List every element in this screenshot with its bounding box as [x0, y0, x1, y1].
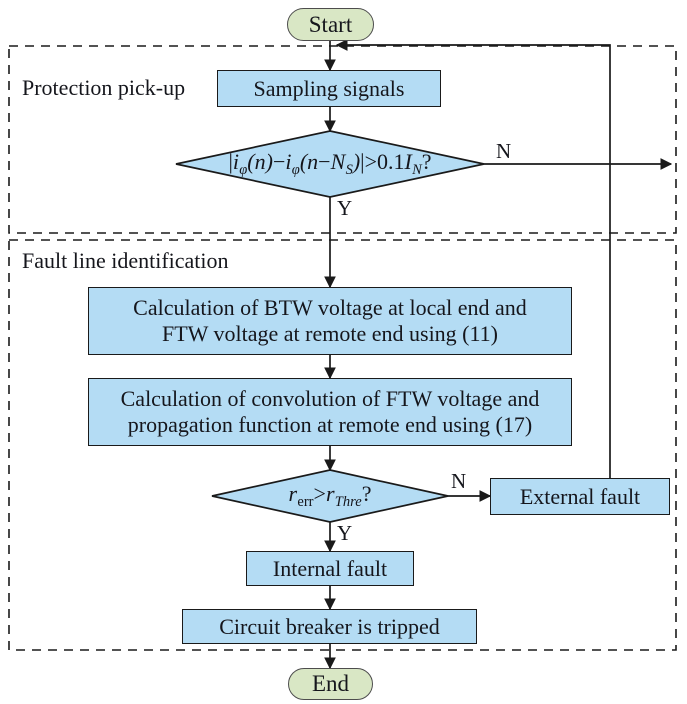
node-end[interactable]: End — [288, 668, 373, 700]
node-sampling-signals-label: Sampling signals — [253, 75, 405, 101]
node-calculation-convolution[interactable]: Calculation of convolution of FTW voltag… — [88, 378, 572, 446]
branch-label-pickup-yes-text: Y — [337, 196, 353, 220]
section-label-protection-pickup-text: Protection pick-up — [22, 75, 186, 100]
node-external-fault[interactable]: External fault — [490, 478, 670, 515]
branch-label-r-no: N — [451, 469, 466, 494]
node-calculation-convolution-line1: Calculation of convolution of FTW voltag… — [120, 386, 540, 412]
edge-feedback-return — [335, 39, 611, 510]
branch-label-r-yes-text: Y — [337, 521, 353, 545]
branch-label-pickup-no-text: N — [496, 139, 512, 163]
decision-shape-r — [211, 469, 449, 523]
branch-label-pickup-no: N — [496, 139, 511, 164]
section-label-protection-pickup: Protection pick-up — [22, 75, 185, 101]
node-sampling-signals[interactable]: Sampling signals — [217, 70, 441, 107]
section-box-protection-pickup — [8, 45, 677, 234]
node-calculation-convolution-line2: propagation function at remote end using… — [127, 412, 533, 437]
node-external-fault-label: External fault — [519, 483, 641, 509]
node-circuit-breaker-tripped[interactable]: Circuit breaker is tripped — [182, 609, 477, 644]
node-calculation-btw-voltage[interactable]: Calculation of BTW voltage at local end … — [88, 287, 572, 355]
node-calculation-btw-voltage-line1: Calculation of BTW voltage at local end … — [133, 295, 527, 321]
section-box-fault-line-identification — [8, 239, 677, 651]
node-circuit-breaker-tripped-label: Circuit breaker is tripped — [219, 613, 440, 639]
node-internal-fault[interactable]: Internal fault — [246, 551, 414, 586]
node-start-label: Start — [308, 11, 353, 37]
branch-label-pickup-yes: Y — [337, 196, 352, 221]
node-start[interactable]: Start — [287, 8, 374, 41]
node-end-label: End — [311, 671, 350, 697]
decision-shape-pickup — [175, 130, 485, 198]
section-label-fault-line-identification-text: Fault line identification — [22, 248, 229, 273]
branch-label-r-yes: Y — [337, 521, 352, 546]
node-calculation-btw-voltage-line2: FTW voltage at remote end using (11) — [161, 321, 499, 346]
node-internal-fault-label: Internal fault — [272, 555, 388, 581]
branch-label-r-no-text: N — [451, 469, 467, 493]
section-label-fault-line-identification: Fault line identification — [22, 248, 229, 274]
